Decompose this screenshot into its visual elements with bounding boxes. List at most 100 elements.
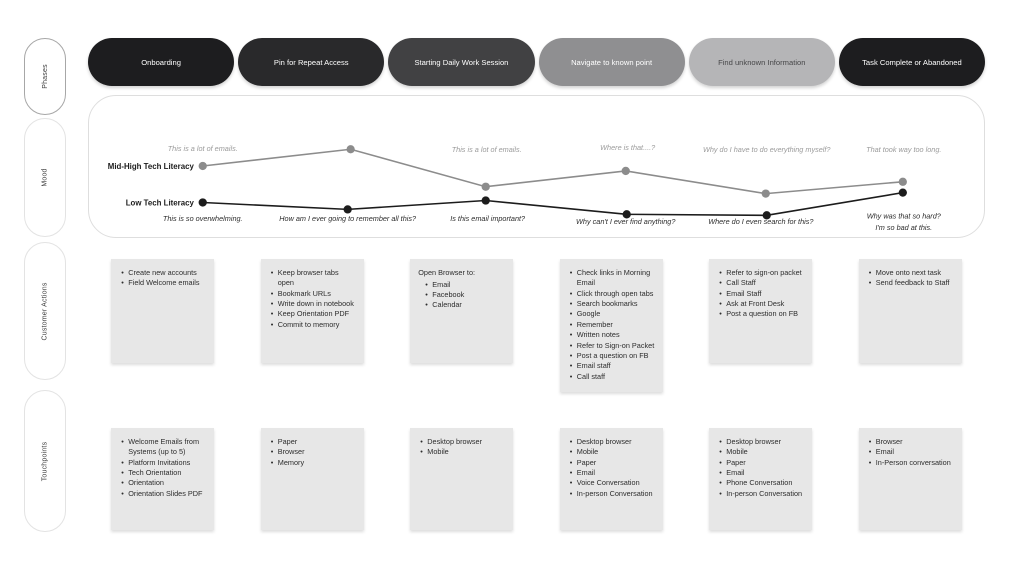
bullet-item: Email — [716, 468, 805, 479]
bullet-item: Calendar — [422, 300, 506, 311]
row-label-customer-actions-text: Customer Actions — [41, 281, 49, 341]
touchpoints-note-navigate-to-known-point: Desktop browserMobilePaperEmailVoice Con… — [559, 428, 663, 530]
bullet-item: Post a question on FB — [567, 351, 656, 362]
customer-actions-note-navigate-to-known-point: Check links in Morning EmailClick throug… — [559, 259, 663, 392]
touchpoints-note-onboarding: Welcome Emails from Systems (up to 5)Pla… — [111, 428, 215, 530]
mood-quote-bottom: Where do I even search for this? — [708, 217, 814, 226]
mood-point — [621, 166, 630, 176]
row-label-touchpoints-text: Touchpoints — [41, 441, 49, 481]
mood-quote-top: Where is that....? — [600, 143, 656, 152]
bullet-item: Remember — [567, 320, 656, 331]
bullet-item: Desktop browser — [417, 437, 506, 448]
mood-quote-top: This is a lot of emails. — [452, 145, 522, 154]
phase-pill-label: Navigate to known point — [571, 57, 653, 67]
bullet-item: Platform Invitations — [118, 458, 207, 469]
phase-pill-label: Pin for Repeat Access — [273, 57, 349, 67]
bullet-item: Phone Conversation — [716, 478, 805, 489]
bullet-item: Check links in Morning Email — [567, 268, 656, 289]
bullet-item: Keep Orientation PDF — [268, 309, 357, 320]
bullet-item: Search bookmarks — [567, 299, 656, 310]
customer-actions-note-onboarding: Create new accountsField Welcome emails — [111, 259, 215, 363]
bullet-list: Desktop browserMobile — [417, 437, 506, 458]
row-label-customer-actions: Customer Actions — [24, 242, 66, 380]
mood-point — [622, 210, 631, 219]
bullet-item: Paper — [567, 458, 656, 469]
mood-line-1 — [202, 191, 903, 217]
mood-line-0 — [202, 148, 903, 195]
row-label-phases: Phases — [24, 38, 66, 115]
bullet-item: Refer to Sign-on Packet — [567, 341, 656, 352]
phase-pill-starting-daily-work-session: Starting Daily Work Session — [388, 38, 535, 86]
bullet-list: Move onto next taskSend feedback to Staf… — [866, 268, 955, 289]
touchpoints-note-find-unknown-information: Desktop browserMobilePaperEmailPhone Con… — [709, 428, 813, 530]
bullet-item: Paper — [716, 458, 805, 469]
bullet-list: EmailFacebookCalendar — [417, 280, 506, 311]
mood-quote-bottom: Why can't I ever find anything? — [576, 217, 676, 226]
phases-row: Onboarding Pin for Repeat Access Startin… — [88, 38, 986, 86]
touchpoints-col-6: BrowserEmailIn-Person conversation — [836, 428, 986, 530]
bullet-item: In-person Conversation — [567, 489, 656, 500]
bullet-item: Email staff — [567, 361, 656, 372]
row-label-touchpoints: Touchpoints — [24, 390, 66, 532]
note-heading: Open Browser to: — [418, 268, 476, 277]
bullet-item: Desktop browser — [716, 437, 805, 448]
bullet-list: Desktop browserMobilePaperEmailVoice Con… — [567, 437, 656, 500]
mood-point — [346, 145, 355, 154]
bullet-item: Call staff — [567, 372, 656, 383]
bullet-list: BrowserEmailIn-Person conversation — [866, 437, 955, 468]
mood-quote-bottom: Why was that so hard? — [867, 211, 942, 220]
mood-point — [481, 196, 490, 205]
actions-col-6: Move onto next taskSend feedback to Staf… — [836, 259, 986, 363]
mood-point — [761, 189, 770, 198]
mood-point — [198, 161, 207, 171]
bullet-list: PaperBrowserMemory — [268, 437, 357, 468]
bullet-item: In-Person conversation — [866, 458, 955, 469]
phase-pill-onboarding: Onboarding — [88, 38, 235, 86]
touchpoints-note-task-complete-or-abandoned: BrowserEmailIn-Person conversation — [858, 428, 962, 530]
mood-point — [762, 211, 771, 220]
bullet-item: Mobile — [417, 447, 506, 458]
mood-point — [898, 177, 907, 186]
bullet-list: Desktop browserMobilePaperEmailPhone Con… — [716, 437, 805, 500]
phase-pill-task-complete-or-abandoned: Task Complete or Abandoned — [838, 38, 986, 86]
bullet-item: Written notes — [567, 330, 656, 341]
phase-pill-label: Find unknown Information — [718, 57, 806, 67]
mood-quote-bottom: This is so overwhelming. — [163, 214, 243, 223]
bullet-item: Commit to memory — [268, 320, 357, 331]
bullet-item: Tech Orientation — [118, 468, 207, 479]
customer-actions-note-task-complete-or-abandoned: Move onto next taskSend feedback to Staf… — [858, 259, 962, 363]
bullet-item: Write down in notebook — [268, 299, 357, 310]
phase-pill-find-unknown-information: Find unknown Information — [688, 38, 835, 86]
bullet-item: Post a question on FB — [716, 309, 805, 320]
mood-quote-bottom: Is this email important? — [450, 214, 526, 223]
mood-quote-top: That took way too long. — [866, 145, 941, 154]
customer-actions-note-starting-daily-work-session: Open Browser to: EmailFacebookCalendar — [410, 259, 514, 363]
bullet-item: Field Welcome emails — [118, 278, 207, 289]
phase-pill-label: Onboarding — [141, 57, 181, 67]
bullet-item: Welcome Emails from Systems (up to 5) — [118, 437, 207, 458]
series-label: Low Tech Literacy — [126, 198, 195, 207]
actions-col-2: Keep browser tabs openBookmark URLsWrite… — [238, 259, 388, 363]
bullet-item: Orientation Slides PDF — [118, 489, 207, 500]
bullet-item: Email Staff — [716, 289, 805, 300]
bullet-item: Email — [866, 447, 955, 458]
row-label-mood: Mood — [24, 118, 66, 237]
mood-point — [481, 182, 490, 191]
phase-pill-label: Starting Daily Work Session — [414, 57, 509, 67]
phase-pill-navigate-to-known-point: Navigate to known point — [538, 38, 685, 86]
mood-point — [898, 188, 907, 197]
bullet-item: Create new accounts — [118, 268, 207, 279]
bullet-item: Email — [422, 280, 506, 291]
row-label-mood-text: Mood — [41, 168, 49, 187]
bullet-item: Move onto next task — [866, 268, 955, 279]
bullet-item: Desktop browser — [567, 437, 656, 448]
bullet-item: Memory — [268, 458, 357, 469]
customer-actions-note-pin-for-repeat-access: Keep browser tabs openBookmark URLsWrite… — [260, 259, 364, 363]
touchpoints-col-4: Desktop browserMobilePaperEmailVoice Con… — [537, 428, 687, 530]
mood-quote-bottom: How am I ever going to remember all this… — [279, 214, 417, 223]
touchpoints-col-2: PaperBrowserMemory — [238, 428, 388, 530]
bullet-item: Refer to sign-on packet — [716, 268, 805, 279]
